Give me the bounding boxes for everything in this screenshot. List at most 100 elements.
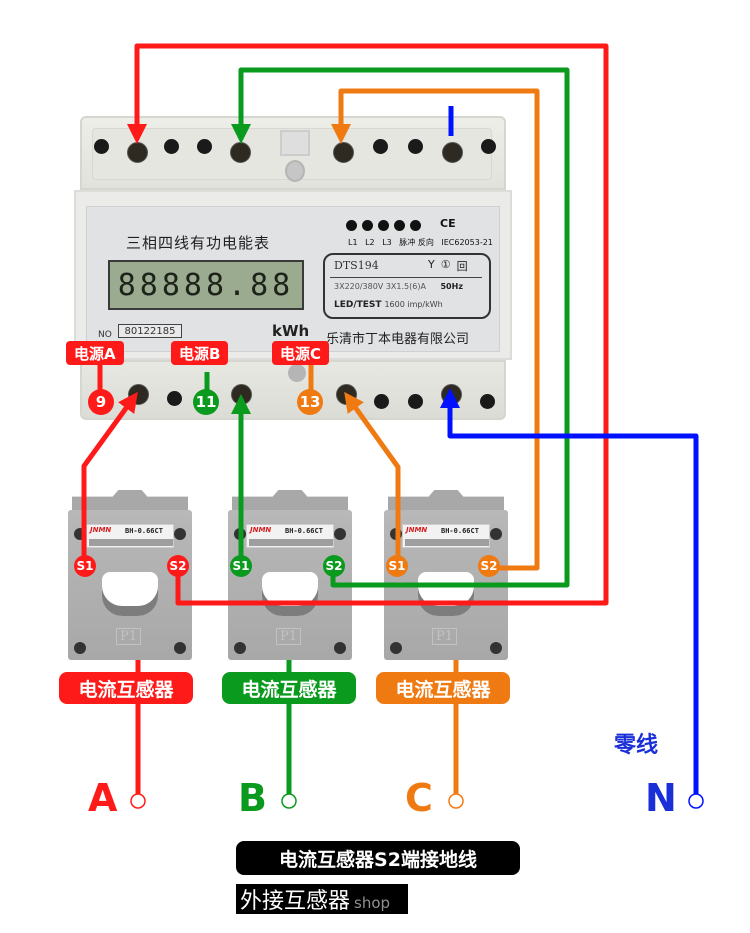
screw-icon — [234, 642, 246, 654]
screw-icon — [390, 528, 402, 540]
ct-a-s2-badge: S2 — [167, 555, 189, 577]
indicator-label: L1 — [348, 238, 358, 247]
terminal-hole-n-out — [441, 384, 462, 405]
ct-brand: JNMN — [406, 526, 428, 534]
external-ct-caption: 外接互感器 — [236, 884, 408, 914]
phase-b-letter: B — [238, 776, 267, 820]
spec-divider — [330, 277, 482, 278]
terminal-11-badge: 11 — [193, 389, 219, 415]
grounding-note: 电流互感器S2端接地线 — [236, 841, 520, 875]
led-reverse-icon — [410, 220, 421, 231]
source-a-tag: 电源A — [66, 341, 124, 365]
ct-a-tag: 电流互感器 — [59, 672, 193, 704]
ct-model: BH-0.66CT — [125, 527, 163, 535]
indicator-leds — [346, 220, 421, 231]
current-rating: 3X1.5(6)A — [385, 282, 426, 291]
ct-p1-mark: P1 — [116, 628, 142, 645]
terminal-hole-l3-in — [333, 142, 354, 163]
phase-c-terminal-icon — [448, 793, 464, 809]
terminal-13-badge: 13 — [297, 389, 323, 415]
screw-icon — [74, 642, 86, 654]
ct-b-s2-badge: S2 — [323, 555, 345, 577]
led-l1-icon — [346, 220, 357, 231]
indicator-label: L2 — [365, 238, 375, 247]
terminal-hole-14 — [374, 394, 389, 409]
neutral-terminal-icon — [688, 793, 704, 809]
meter-latch — [280, 130, 310, 156]
ct-brand: JNMN — [250, 526, 272, 534]
spec-symbols: Y ① 回 — [428, 258, 468, 274]
pulse-line: LED/TEST 1600 imp/kWh — [334, 300, 443, 310]
terminal-9-badge: 9 — [88, 389, 114, 415]
phase-a-letter: A — [88, 776, 118, 820]
phase-a-terminal-icon — [130, 793, 146, 809]
lcd-display: 88888.88 — [108, 260, 304, 310]
voltage-rating: 3X220/380V — [334, 282, 384, 291]
neutral-letter: N — [645, 776, 677, 820]
manufacturer-name: 乐清市丁本电器有限公司 — [326, 332, 470, 347]
screw-icon — [390, 642, 402, 654]
meter-title: 三相四线有功电能表 — [126, 234, 271, 252]
watermark: shop — [354, 894, 391, 912]
ct-p1-mark: P1 — [276, 628, 302, 645]
led-l2-icon — [362, 220, 373, 231]
led-test-label: LED/TEST — [334, 300, 382, 310]
screw-icon — [174, 528, 186, 540]
ct-window — [418, 572, 474, 616]
ct-maker-text — [405, 539, 489, 546]
screw-icon — [490, 528, 502, 540]
ce-mark: CE — [440, 217, 456, 230]
phase-c-letter: C — [405, 776, 433, 820]
ct-model: BH-0.66CT — [285, 527, 323, 535]
ct-nameplate: JNMN BH-0.66CT — [246, 524, 334, 548]
led-pulse-icon — [394, 220, 405, 231]
terminal-hole-l2-in — [230, 142, 251, 163]
terminal-hole-n-in — [442, 142, 463, 163]
screw-icon — [174, 642, 186, 654]
indicator-labels: L1 L2 L3 脉冲 反向 IEC62053-21 — [348, 237, 498, 248]
ct-p1-mark: P1 — [432, 628, 458, 645]
ct-nameplate: JNMN BH-0.66CT — [402, 524, 490, 548]
ct-c-tag: 电流互感器 — [376, 672, 510, 704]
screw-icon — [490, 642, 502, 654]
unit-label: kWh — [272, 322, 310, 340]
source-b-tag: 电源B — [171, 341, 229, 365]
ct-top-clamp — [232, 490, 348, 512]
terminal-hole-3 — [197, 139, 212, 154]
indicator-label: 脉冲 — [399, 238, 416, 247]
ct-window — [262, 572, 318, 616]
indicator-label: L3 — [382, 238, 392, 247]
indicator-label: 反向 — [417, 238, 434, 247]
neutral-label: 零线 — [614, 733, 659, 758]
terminal-hole-10 — [167, 391, 182, 406]
ct-window — [102, 572, 158, 616]
serial-number-label: NO — [98, 330, 112, 340]
led-l3-icon — [378, 220, 389, 231]
screw-icon — [74, 528, 86, 540]
source-c-tag: 电源C — [272, 341, 330, 365]
terminal-hole-1 — [94, 139, 109, 154]
three-phase-y-icon: Y — [428, 258, 435, 271]
meter-bottom-screw — [288, 364, 306, 382]
double-insulation-icon: 回 — [456, 260, 468, 273]
pulse-constant: 1600 imp/kWh — [384, 300, 443, 309]
meter-seal-screw — [285, 160, 305, 182]
screw-icon — [334, 642, 346, 654]
ct-c-s1-badge: S1 — [386, 555, 408, 577]
screw-icon — [334, 528, 346, 540]
ct-brand: JNMN — [90, 526, 112, 534]
ct-b-s1-badge: S1 — [230, 555, 252, 577]
terminal-hole-6 — [373, 139, 388, 154]
ct-c-s2-badge: S2 — [478, 555, 500, 577]
ct-b-tag: 电流互感器 — [222, 672, 356, 704]
terminal-hole-8 — [481, 139, 496, 154]
ct-nameplate: JNMN BH-0.66CT — [86, 524, 174, 548]
ct-maker-text — [89, 539, 173, 546]
serial-number: 80122185 — [118, 324, 182, 338]
ct-model: BH-0.66CT — [441, 527, 479, 535]
terminal-hole-l1-in — [127, 142, 148, 163]
terminal-hole-16 — [480, 394, 495, 409]
ct-top-clamp — [388, 490, 504, 512]
ct-top-clamp — [72, 490, 188, 512]
